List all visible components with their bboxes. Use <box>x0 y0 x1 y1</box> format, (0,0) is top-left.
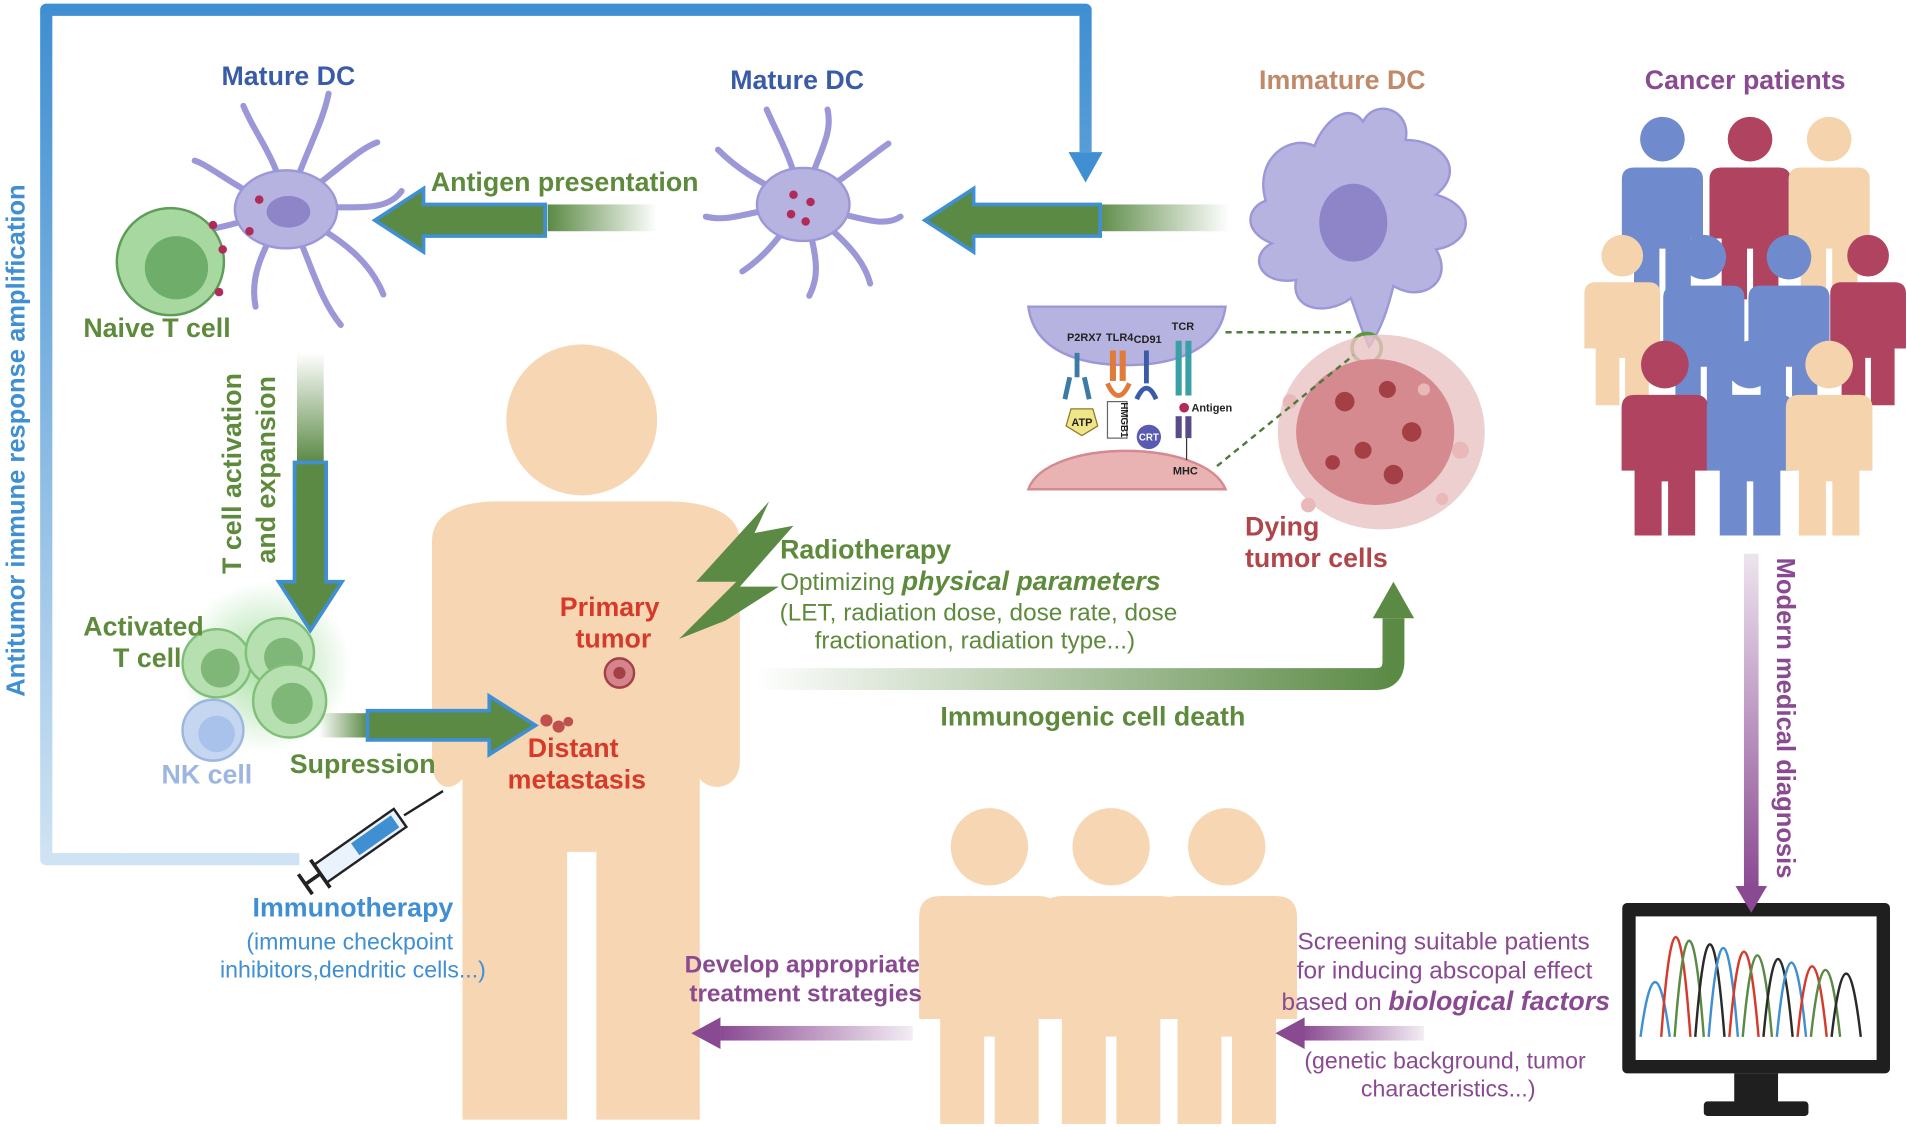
cancer-patient-icon <box>1748 234 1830 418</box>
label-antitumor-amplification: Antitumor immune response amplification <box>2 184 30 696</box>
immature-dc-cell <box>1249 107 1467 365</box>
label-distant-metastasis: Distant metastasis <box>508 733 646 795</box>
crt-molecule-icon <box>1136 424 1162 450</box>
label-mature-dc-left: Mature DC <box>222 61 356 91</box>
label-mature-dc-mid: Mature DC <box>730 65 864 95</box>
cancer-patient-icon <box>1663 234 1745 418</box>
cancer-patient-icon <box>1785 340 1873 536</box>
sequencing-chromatogram-icon <box>1639 936 1863 1038</box>
mature-dc-left-cell <box>185 90 405 328</box>
naive-t-cell <box>115 206 227 317</box>
dc-maturation-arrow <box>921 185 1230 256</box>
metastasis-icon <box>540 714 574 733</box>
suppression-arrow <box>318 692 539 758</box>
cd91-receptor-icon <box>1134 350 1159 401</box>
label-activated-t-cell: Activated T cell <box>83 611 211 673</box>
selected-patient-icon <box>919 808 1060 1125</box>
hmgb1-molecule-icon <box>1106 401 1128 439</box>
label-immunotherapy-detail: (immune checkpoint inhibitors,dendritic … <box>220 928 486 982</box>
medical-diagnosis-arrow <box>1735 553 1768 913</box>
p2rx7-receptor-icon <box>1062 352 1092 400</box>
antigen-mhc-icon <box>1175 402 1192 461</box>
selected-patients-group <box>919 808 1298 1125</box>
label-mhc: MHC <box>1173 466 1198 478</box>
label-cd91: CD91 <box>1134 334 1162 346</box>
label-immature-dc: Immature DC <box>1259 65 1426 95</box>
receptor-interaction-panel <box>1026 305 1355 491</box>
dying-tumor-cells-cluster <box>1277 334 1485 530</box>
label-hmgb1: HMGB1 <box>1118 402 1129 438</box>
radiation-bolt-icon <box>654 501 794 666</box>
label-tlr4: TLR4 <box>1106 332 1134 344</box>
label-radio-params-2: fractionation, radiation type...) <box>815 628 1135 655</box>
label-modern-medical-diagnosis: Modern medical diagnosis <box>1771 558 1799 879</box>
atp-molecule-icon <box>1065 408 1099 437</box>
selected-patient-icon <box>1156 808 1298 1125</box>
label-antigen-presentation: Antigen presentation <box>431 167 699 197</box>
label-supression: Supression <box>290 749 436 779</box>
label-develop-strategies: Develop appropriate treatment strategies <box>685 951 927 1007</box>
label-naive-t-cell: Naive T cell <box>83 313 230 343</box>
immunogenic-cell-death-arrow <box>754 581 1415 691</box>
label-t-cell-activation: T cell activation and expansion <box>217 366 281 574</box>
nk-cell <box>181 698 245 762</box>
label-cancer-patients: Cancer patients <box>1645 65 1846 95</box>
label-antigen: Antigen <box>1191 402 1232 414</box>
label-screening: Screening suitable patients for inducing… <box>1297 928 1597 984</box>
label-optimizing: Optimizing physical parameters <box>780 566 1161 596</box>
tlr4-receptor-icon <box>1105 350 1132 398</box>
label-tcr: TCR <box>1172 321 1195 333</box>
selected-patient-icon <box>1040 808 1182 1125</box>
label-dying-tumor-cells: Dying tumor cells <box>1245 511 1388 573</box>
cancer-patient-icon <box>1584 234 1661 406</box>
label-radio-params-1: (LET, radiation dose, dose rate, dose <box>780 600 1178 627</box>
label-radiotherapy: Radiotherapy <box>780 535 951 565</box>
label-biological-factors: based on biological factors <box>1282 986 1610 1016</box>
patient-figure <box>432 344 740 1120</box>
antigen-presentation-arrow <box>371 185 658 256</box>
label-immunotherapy: Immunotherapy <box>253 892 454 922</box>
label-immunogenic-cell-death: Immunogenic cell death <box>940 701 1245 731</box>
treatment-strategy-arrow <box>691 1017 913 1050</box>
label-crt: CRT <box>1139 433 1159 444</box>
cancer-patient-icon <box>1706 340 1794 536</box>
label-genetic-background: (genetic background, tumor characteristi… <box>1304 1048 1592 1102</box>
mature-dc-mid-cell <box>702 106 904 299</box>
syringe-icon <box>296 790 444 896</box>
label-primary-tumor: Primary tumor <box>560 592 667 654</box>
t-cell-activation-arrow <box>275 352 346 634</box>
tcr-receptor-icon <box>1175 340 1192 396</box>
primary-tumor-icon <box>603 657 636 689</box>
label-atp: ATP <box>1071 417 1092 429</box>
cancer-patients-crowd <box>1584 116 1906 536</box>
cancer-patient-icon <box>1621 116 1703 300</box>
label-nk-cell: NK cell <box>162 760 253 790</box>
cancer-patient-icon <box>1621 340 1709 536</box>
amplification-loop-arrow <box>40 3 1103 866</box>
label-p2rx7: P2RX7 <box>1067 332 1102 344</box>
screening-arrow <box>1275 1017 1424 1050</box>
